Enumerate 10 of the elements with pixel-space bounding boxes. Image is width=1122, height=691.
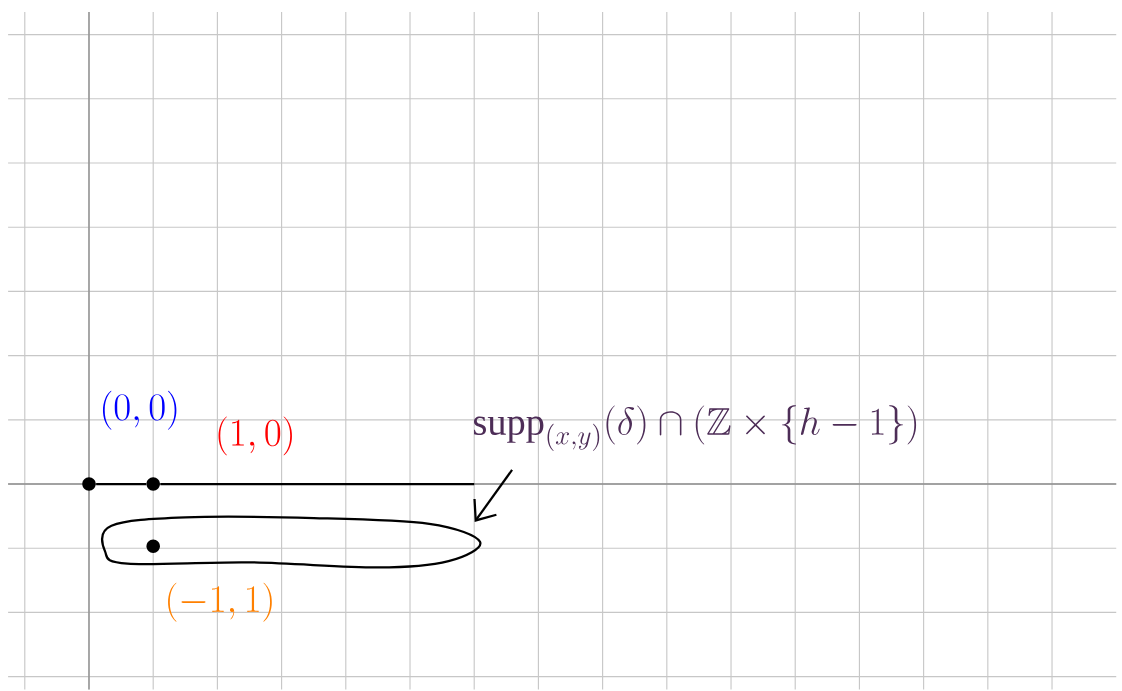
point-dot [82, 477, 96, 491]
formula-label: $\mathrm{supp}_{(x,y)}(\delta)\cap(\mathbb{Z}\times\{h-1\})$ [474, 405, 917, 451]
arrow [473, 469, 513, 522]
point-label: $(-1,1)$ [168, 582, 272, 622]
point-dot [146, 477, 160, 491]
line-segment [96, 482, 146, 486]
point-label: $(1,0)$ [218, 416, 292, 456]
region-outline [101, 515, 482, 569]
point-label: $(0,0)$ [102, 390, 177, 430]
line-segment [160, 482, 475, 486]
